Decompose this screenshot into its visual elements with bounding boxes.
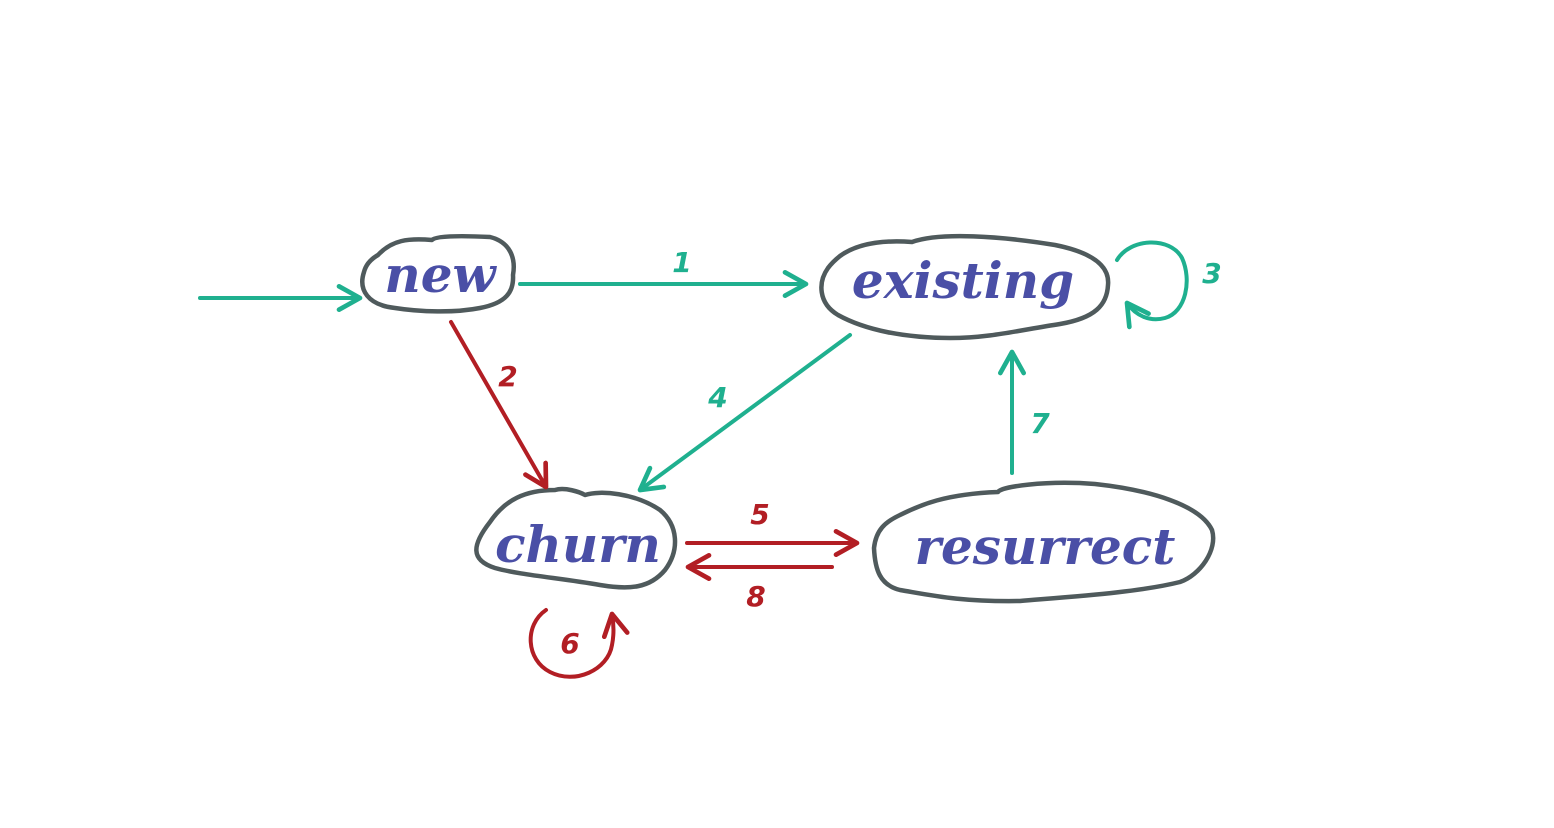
- state-existing: existing: [819, 233, 1111, 341]
- state-churn: churn: [474, 486, 678, 590]
- edge-label-7: 7: [1030, 407, 1050, 440]
- state-resurrect-outline: [871, 480, 1216, 604]
- state-churn-label: churn: [495, 515, 661, 574]
- edge-label-5: 5: [750, 498, 769, 531]
- state-existing-label: existing: [852, 251, 1074, 310]
- edge-label-2: 2: [498, 360, 517, 393]
- edge-label-6: 6: [560, 627, 579, 660]
- edge-label-3: 3: [1202, 257, 1221, 290]
- edge-label-1: 1: [672, 246, 691, 279]
- edge-existing-self-loop: [1115, 240, 1189, 330]
- edge-label-8: 8: [746, 580, 765, 613]
- state-existing-outline: [819, 233, 1111, 341]
- edge-existing-to-churn: [637, 333, 852, 493]
- state-new: new: [360, 233, 516, 314]
- edge-churn-self-loop: [528, 608, 630, 679]
- state-churn-outline: [474, 486, 678, 590]
- state-new-outline: [360, 233, 516, 314]
- state-resurrect-label: resurrect: [915, 517, 1176, 576]
- state-resurrect: resurrect: [871, 480, 1216, 604]
- edge-new-to-churn: [449, 320, 549, 490]
- edge-label-4: 4: [707, 381, 727, 414]
- state-new-label: new: [384, 245, 497, 304]
